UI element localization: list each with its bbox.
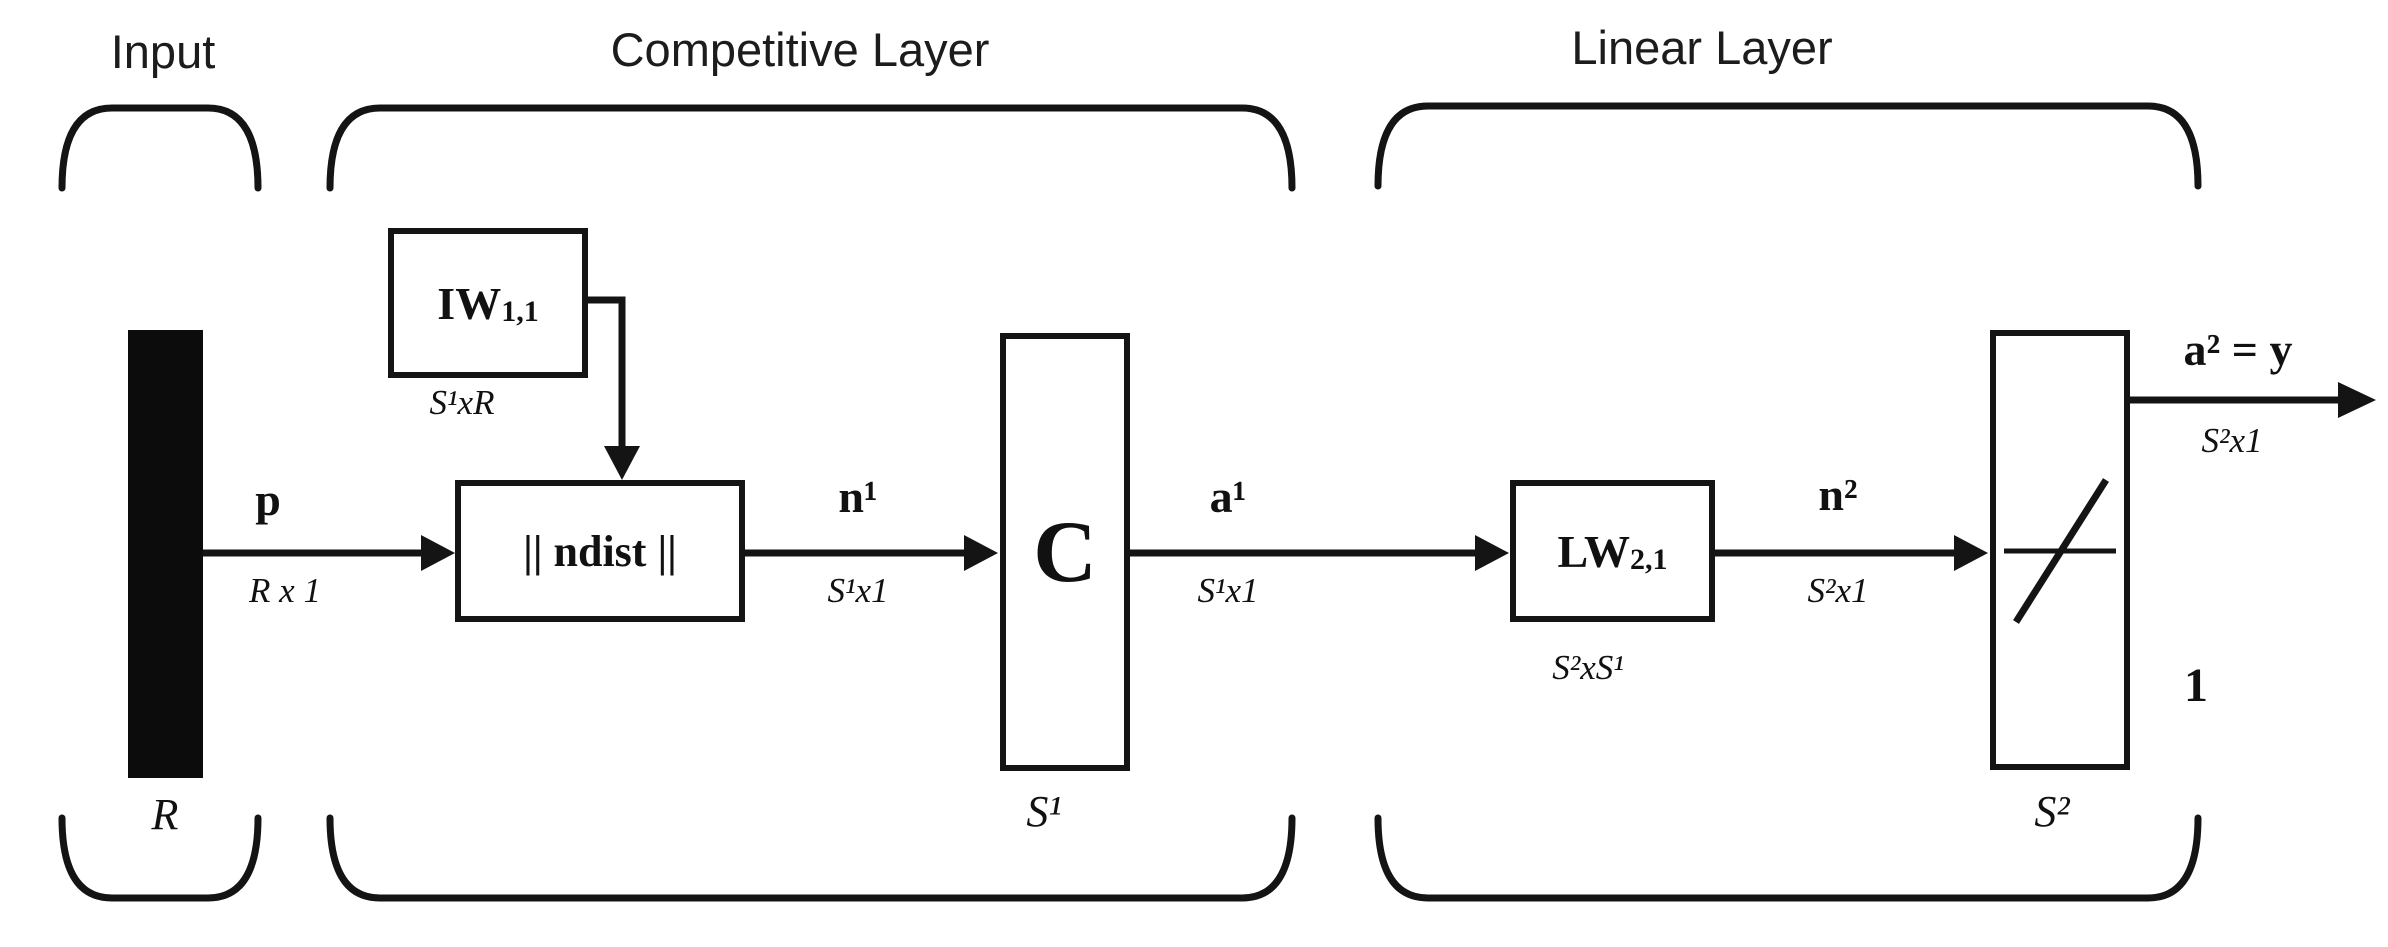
competitive-top-bracket <box>326 104 1296 192</box>
a1-arrowhead <box>1475 535 1509 571</box>
linear-bottom-bracket <box>1374 814 2202 902</box>
layer-weight-dimension-label: S²xS¹ <box>1552 648 1624 687</box>
output-label: a² = y <box>2183 324 2293 375</box>
n1-label: n¹ <box>838 471 878 522</box>
iw-connector-arrowhead <box>604 446 640 480</box>
n1-dimension-label: S¹x1 <box>827 571 889 610</box>
input-weight-subscript: 1,1 <box>501 295 539 328</box>
input-section-title: Input <box>110 25 216 78</box>
p-label: p <box>255 474 281 525</box>
output-dimension-label: S²x1 <box>2201 421 2263 460</box>
competitive-bottom-bracket <box>326 814 1296 902</box>
competitive-transfer-box: C <box>1000 333 1130 771</box>
input-weight-dimension-label: S¹xR <box>429 383 495 422</box>
input-size-label: R <box>151 790 179 839</box>
bias-label: 1 <box>2184 659 2208 712</box>
linear-section-title: Linear Layer <box>1571 21 1833 74</box>
linear-transfer-box <box>1990 330 2130 770</box>
layer-weight-subscript: 2,1 <box>1629 543 1668 576</box>
iw-connector-line <box>586 296 626 450</box>
a1-label: a¹ <box>1209 471 1247 522</box>
input-weight-label: IW <box>437 277 502 329</box>
input-vector-bar <box>128 330 203 778</box>
p-dimension-label: R x 1 <box>249 571 321 610</box>
layer-weight-label: LW <box>1557 525 1630 577</box>
competitive-size-label: S¹ <box>1026 787 1062 836</box>
linear-top-bracket <box>1374 102 2202 190</box>
competitive-section-title: Competitive Layer <box>610 23 990 76</box>
n1-arrowhead <box>964 535 998 571</box>
ndist-label: || ndist || <box>523 526 677 576</box>
linear-size-label: S² <box>2034 787 2070 836</box>
purelin-line-icon <box>2013 478 2109 624</box>
input-top-bracket <box>58 104 262 192</box>
competitive-transfer-label: C <box>1033 503 1097 601</box>
output-arrowhead <box>2338 382 2376 418</box>
a1-dimension-label: S¹x1 <box>1197 571 1259 610</box>
n2-dimension-label: S²x1 <box>1807 571 1869 610</box>
input-bottom-bracket <box>58 814 262 902</box>
n2-arrowhead <box>1954 535 1988 571</box>
n2-label: n² <box>1818 469 1858 520</box>
ndist-box: || ndist || <box>455 480 745 622</box>
p-arrowhead <box>421 535 455 571</box>
